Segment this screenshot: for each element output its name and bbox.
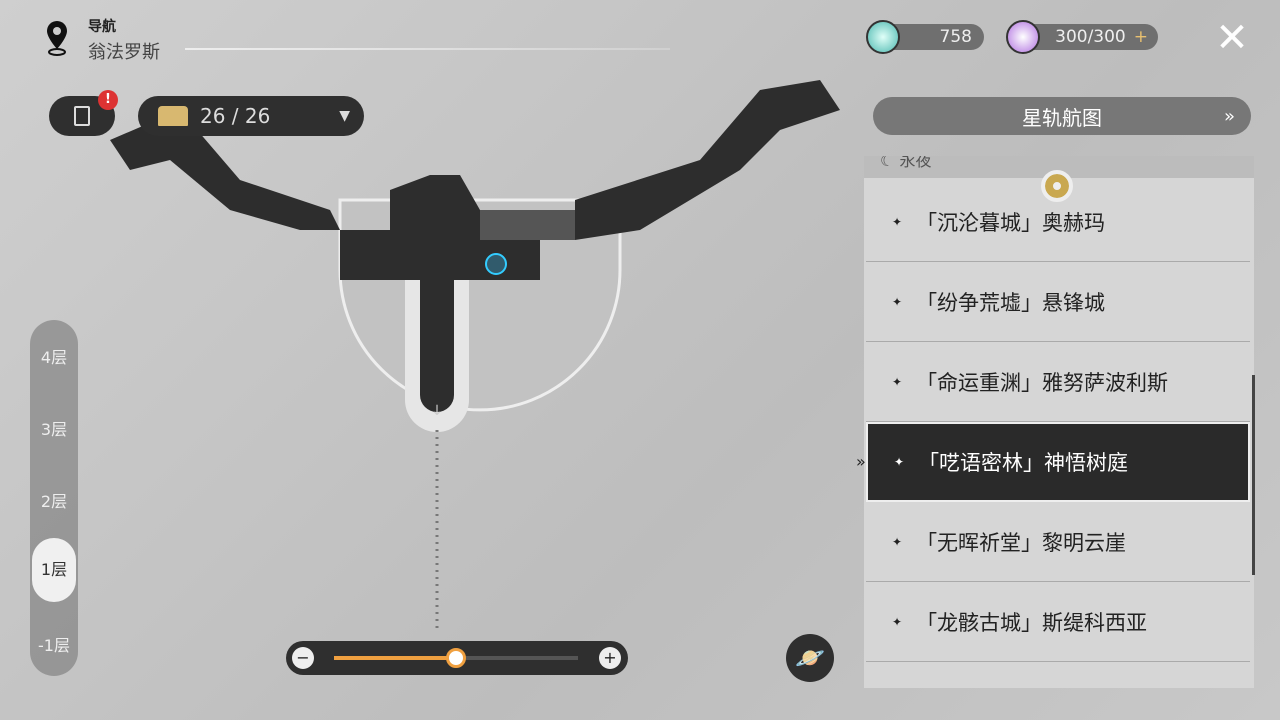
sparkle-icon: ✦ [892, 214, 903, 229]
list-item[interactable]: ✦ 「无晖祈堂」黎明云崖 [866, 502, 1250, 582]
location-list[interactable]: ☾ 永夜 ✦ 「沉沦暮城」奥赫玛 ✦ 「纷争荒墟」悬锋城 ✦ 「命运重渊」雅努萨波利斯… [864, 156, 1254, 688]
caret-down-icon: ▼ [339, 108, 350, 124]
stellar-jade-icon [866, 20, 900, 54]
list-item[interactable]: ✦ 「龙骸古城」斯缇科西亚 [866, 582, 1250, 662]
floor-4[interactable]: 4层 [40, 348, 68, 367]
treasure-chest-icon [158, 106, 188, 126]
double-chevron-right-icon: » [1223, 105, 1235, 127]
section-header: ☾ 永夜 [864, 156, 1254, 178]
sparkle-icon: ✦ [892, 294, 903, 309]
player-marker-icon [485, 253, 507, 275]
floor-selector[interactable]: 4层 3层 2层 1层 -1层 [30, 320, 78, 676]
sparkle-icon: ✦ [892, 534, 903, 549]
list-item-label: 「龙骸古城」斯缇科西亚 [916, 610, 1148, 635]
floor-2[interactable]: 2层 [40, 492, 68, 511]
selection-arrow-icon: » [856, 452, 866, 471]
list-item-label: 「纷争荒墟」悬锋城 [916, 290, 1106, 315]
current-location-pin-icon [1041, 170, 1073, 202]
star-rail-map-button[interactable]: 星轨航图 » [873, 97, 1251, 135]
list-scrollbar[interactable] [1252, 375, 1255, 575]
zoom-in-button[interactable]: + [599, 647, 621, 669]
chest-count: 26 / 26 [200, 104, 271, 128]
add-power-button[interactable]: + [1133, 27, 1148, 47]
zoom-handle[interactable] [446, 648, 466, 668]
zoom-out-button[interactable]: − [292, 647, 314, 669]
map-pin-icon [46, 20, 68, 56]
list-item[interactable]: ✦ 「纷争荒墟」悬锋城 [866, 262, 1250, 342]
location-name: 翁法罗斯 [88, 42, 160, 63]
sparkle-icon: ✦ [894, 455, 905, 469]
zoom-slider[interactable]: − + [286, 641, 628, 675]
clipboard-icon [74, 106, 90, 126]
nav-title: 导航 [88, 19, 116, 35]
star-rail-map-label: 星轨航图 [1022, 105, 1102, 130]
list-item-selected[interactable]: ✦ 「呓语密林」神悟树庭 [866, 422, 1250, 502]
list-item[interactable]: ✦ 「命运重渊」雅努萨波利斯 [866, 342, 1250, 422]
sparkle-icon: ✦ [892, 614, 903, 629]
list-item[interactable]: ✦ 「沉沦暮城」奥赫玛 [866, 182, 1250, 262]
trailblaze-power-counter[interactable]: 300/300 + [1020, 24, 1158, 50]
trailblaze-power-icon [1006, 20, 1040, 54]
stellar-jade-value: 758 [939, 27, 972, 47]
floor-3[interactable]: 3层 [40, 420, 68, 439]
svg-text:↓: ↓ [431, 403, 443, 419]
floor-b1[interactable]: -1层 [38, 636, 70, 655]
map-area[interactable]: ↓ [100, 60, 860, 640]
section-label: 永夜 [899, 156, 932, 170]
planet-icon[interactable]: 🪐 [786, 634, 834, 682]
list-item-label: 「呓语密林」神悟树庭 [918, 451, 1129, 475]
zoom-fill [334, 656, 456, 660]
divider [185, 48, 670, 50]
close-button[interactable]: ✕ [1215, 15, 1249, 61]
list-item-label: 「命运重渊」雅努萨波利斯 [916, 370, 1169, 395]
alert-badge: ! [98, 90, 118, 110]
list-item-label: 「沉沦暮城」奥赫玛 [916, 210, 1106, 235]
sparkle-icon: ✦ [892, 374, 903, 389]
chest-counter-dropdown[interactable]: 26 / 26 ▼ [138, 96, 364, 136]
list-item-label: 「无晖祈堂」黎明云崖 [916, 530, 1127, 555]
trailblaze-power-value: 300/300 [1055, 27, 1126, 47]
floor-1-selected[interactable]: 1层 [32, 538, 76, 602]
